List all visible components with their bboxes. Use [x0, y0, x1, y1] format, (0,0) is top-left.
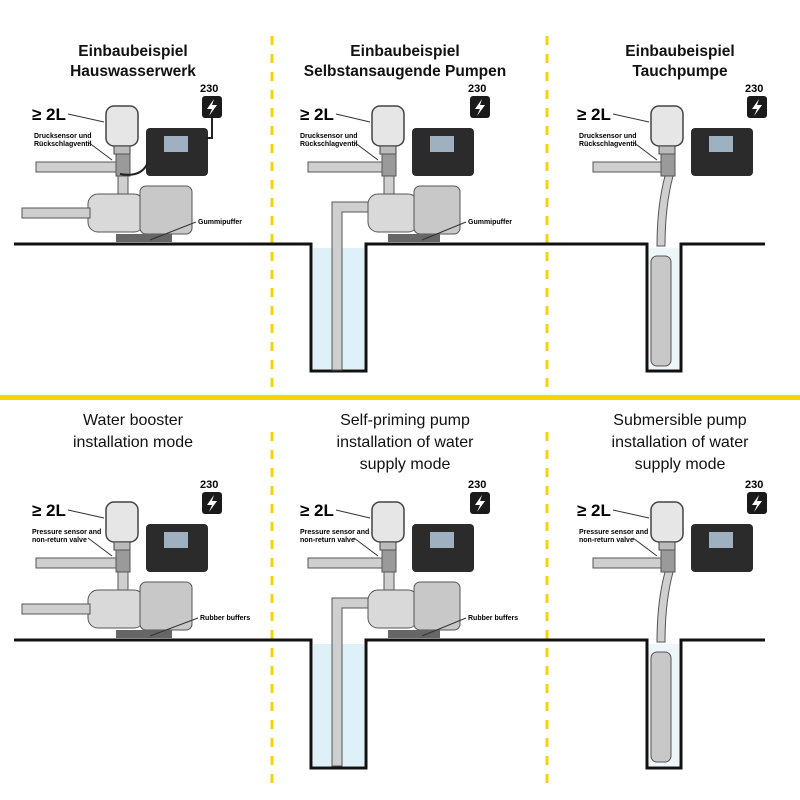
buffer-label: Gummipuffer: [198, 219, 242, 226]
submersible-pump-illustration: ≥ 2L Drucksensor und Rückschlagventil 23…: [577, 83, 767, 367]
panel-bottom-self-priming: Self-priming pump installation of water …: [272, 0, 538, 473]
sensor-label-2: non-return valve: [579, 537, 634, 544]
pipe-assembly: [592, 549, 676, 643]
lightning-bolt-icon: [747, 492, 767, 514]
panel-title: Water booster installation mode: [0, 410, 266, 454]
buffer-label: Rubber buffers: [468, 615, 518, 622]
panel-title: Submersible pump installation of water s…: [547, 410, 800, 476]
title-line-3: supply mode: [634, 456, 726, 473]
self-priming-pump: [367, 185, 461, 242]
title-line-2: Hauswasserwerk: [70, 63, 196, 80]
sensor-label-2: Rückschlagventil: [579, 141, 637, 148]
panel-title: Self-priming pump installation of water …: [272, 410, 538, 476]
sensor-label-1: Drucksensor und: [34, 133, 92, 140]
title-line-1: Submersible pump: [613, 412, 747, 429]
submersible-pump: [650, 651, 672, 763]
surface-pump: [21, 185, 193, 242]
pump-controller: [412, 524, 474, 572]
title-line-2: installation of water: [336, 434, 474, 451]
panel-top-surface: Einbaubeispiel Hauswasserwerk ≥ 2L Druck…: [0, 0, 266, 390]
pressure-tank: [650, 105, 684, 155]
tank-label: ≥ 2L: [577, 501, 611, 520]
lightning-bolt-icon: [470, 492, 490, 514]
self-priming-pump-illustration-en: ≥ 2L Pressure sensor and non-return valv…: [300, 479, 518, 767]
panel-bottom-surface: Water booster installation mode: [0, 0, 266, 451]
panel-title: Einbaubeispiel Hauswasserwerk: [0, 42, 266, 82]
voltage-label: 230: [468, 479, 486, 491]
sensor-label-1: Pressure sensor and: [300, 529, 369, 536]
pressure-tank: [371, 501, 405, 551]
panel-title: Einbaubeispiel Selbstansaugende Pumpen: [272, 42, 538, 82]
surface-pump-illustration-en: ≥ 2L Pressure sensor and non-return valv…: [21, 479, 250, 638]
title-line-1: Einbaubeispiel: [78, 43, 188, 60]
sensor-label-1: Pressure sensor and: [32, 529, 101, 536]
tank-label: ≥ 2L: [300, 501, 334, 520]
buffer-label: Gummipuffer: [468, 219, 512, 226]
voltage-label: 230: [745, 83, 763, 95]
tank-label: ≥ 2L: [300, 105, 334, 124]
tank-label: ≥ 2L: [32, 105, 66, 124]
voltage-label: 230: [745, 479, 763, 491]
lightning-bolt-icon: [202, 492, 222, 514]
voltage-label: 230: [200, 479, 218, 491]
title-line-1: Self-priming pump: [340, 412, 470, 429]
sensor-label-1: Drucksensor und: [579, 133, 637, 140]
ground-top: [14, 242, 765, 373]
pipe-assembly: [307, 549, 397, 767]
panel-top-submersible: Einbaubeispiel Tauchpumpe ≥ 2L Drucksens…: [547, 0, 800, 390]
pressure-tank: [371, 105, 405, 155]
lightning-bolt-icon: [470, 96, 490, 118]
sensor-label-1: Drucksensor und: [300, 133, 358, 140]
self-priming-pump-illustration: ≥ 2L Drucksensor und Rückschlagventil 23…: [300, 83, 512, 371]
lightning-bolt-icon: [202, 96, 222, 139]
self-priming-pump: [367, 581, 461, 638]
title-line-2: Tauchpumpe: [632, 63, 728, 80]
title-line-2: installation of water: [611, 434, 749, 451]
panel-top-self-priming: Einbaubeispiel Selbstansaugende Pumpen ≥…: [272, 0, 538, 390]
sensor-label-1: Pressure sensor and: [579, 529, 648, 536]
pump-controller: [412, 128, 474, 176]
pressure-tank: [105, 501, 139, 551]
title-line-1: Einbaubeispiel: [625, 43, 735, 60]
pressure-tank: [650, 501, 684, 551]
lightning-bolt-icon: [747, 96, 767, 118]
pump-controller: [119, 128, 208, 176]
sensor-label-2: Rückschlagventil: [34, 141, 92, 148]
sensor-label-2: Rückschlagventil: [300, 141, 358, 148]
pump-controller: [146, 524, 208, 572]
pressure-tank: [105, 105, 139, 155]
title-line-1: Einbaubeispiel: [350, 43, 460, 60]
submersible-pump: [650, 255, 672, 367]
buffer-label: Rubber buffers: [200, 615, 250, 622]
title-line-3: supply mode: [359, 456, 451, 473]
panel-bottom-submersible: Submersible pump installation of water s…: [547, 0, 800, 473]
pipe-assembly: [35, 153, 131, 197]
voltage-label: 230: [200, 83, 218, 95]
ground-bottom: [14, 638, 765, 770]
title-line-2: Selbstansaugende Pumpen: [303, 63, 507, 80]
submersible-pump-illustration-en: ≥ 2L Pressure sensor and non-return valv…: [577, 479, 767, 763]
tank-label: ≥ 2L: [577, 105, 611, 124]
title-line-1: Water booster: [83, 412, 183, 429]
panel-title: Einbaubeispiel Tauchpumpe: [547, 42, 800, 82]
sensor-label-2: non-return valve: [300, 537, 355, 544]
row-separator: [0, 395, 800, 400]
pump-controller: [691, 128, 753, 176]
title-line-2: installation mode: [72, 434, 194, 451]
voltage-label: 230: [468, 83, 486, 95]
tank-label: ≥ 2L: [32, 501, 66, 520]
sensor-label-2: non-return valve: [32, 537, 87, 544]
pump-controller: [691, 524, 753, 572]
surface-pump-illustration: ≥ 2L Drucksensor und Rückschlagventil 23…: [21, 83, 242, 242]
surface-pump: [21, 581, 193, 638]
pipe-assembly: [35, 549, 131, 593]
pipe-assembly: [592, 153, 676, 247]
